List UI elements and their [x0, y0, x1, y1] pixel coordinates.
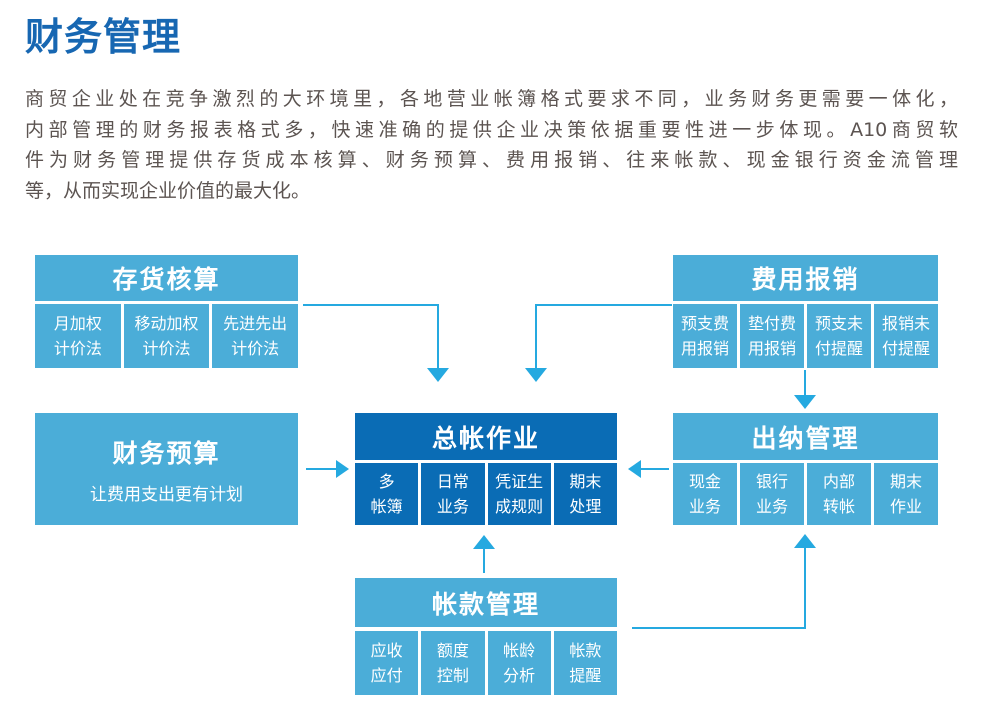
financial-budget-title: 财务预算 [112, 438, 221, 468]
list-item: 预支费 用报销 [673, 304, 737, 368]
list-item: 期末 处理 [553, 463, 617, 525]
intro-paragraph: 商贸企业处在竞争激烈的大环境里，各地营业帐簿格式要求不同，业务财务更需要一体化，… [25, 84, 958, 206]
list-item: 垫付费 用报销 [740, 304, 804, 368]
expense-reimbursement-items: 预支费 用报销 垫付费 用报销 预支未 付提醒 报销未 付提醒 [673, 304, 938, 368]
cashier-management-header: 出纳管理 [673, 413, 938, 460]
inventory-accounting-items: 月加权 计价法 移动加权 计价法 先进先出 计价法 [35, 304, 299, 368]
intro-line: 内部管理的财务报表格式多，快速准确的提供企业决策依据重要性进一步体现。A10商贸… [25, 118, 958, 141]
cashier-management-items: 现金 业务 银行 业务 内部 转帐 期末 作业 [673, 463, 938, 525]
list-item: 期末 作业 [874, 463, 938, 525]
list-item: 多 帐簿 [355, 463, 419, 525]
list-item: 先进先出 计价法 [212, 304, 299, 368]
list-item: 日常 业务 [421, 463, 485, 525]
list-item: 月加权 计价法 [35, 304, 121, 368]
expense-reimbursement-header: 费用报销 [673, 255, 938, 301]
intro-line: 等，从而实现企业价值的最大化。 [25, 179, 311, 202]
list-item: 预支未 付提醒 [807, 304, 871, 368]
financial-budget-subtitle: 让费用支出更有计划 [90, 484, 243, 505]
list-item: 银行 业务 [740, 463, 804, 525]
accounts-management-items: 应收 应付 额度 控制 帐龄 分析 帐款 提醒 [355, 631, 617, 695]
finance-flow-diagram: 存货核算 月加权 计价法 移动加权 计价法 先进先出 计价法 费用报销 预支费 … [0, 248, 981, 715]
inventory-accounting-header: 存货核算 [35, 255, 298, 301]
general-ledger-header: 总帐作业 [355, 413, 617, 460]
general-ledger-items: 多 帐簿 日常 业务 凭证生 成规则 期末 处理 [355, 463, 617, 525]
list-item: 现金 业务 [673, 463, 737, 525]
financial-budget-box: 财务预算 让费用支出更有计划 [35, 413, 298, 525]
intro-line: 商贸企业处在竞争激烈的大环境里，各地营业帐簿格式要求不同，业务财务更需要一体化， [25, 88, 958, 110]
list-item: 帐龄 分析 [487, 631, 551, 695]
list-item: 帐款 提醒 [553, 631, 617, 695]
accounts-management-header: 帐款管理 [355, 578, 617, 627]
list-item: 内部 转帐 [807, 463, 871, 525]
page-title: 财务管理 [25, 15, 182, 59]
list-item: 额度 控制 [421, 631, 485, 695]
intro-line: 件为财务管理提供存货成本核算、财务预算、费用报销、往来帐款、现金银行资金流管理 [25, 149, 958, 171]
list-item: 报销未 付提醒 [874, 304, 938, 368]
list-item: 移动加权 计价法 [123, 304, 210, 368]
list-item: 应收 应付 [355, 631, 419, 695]
list-item: 凭证生 成规则 [487, 463, 551, 525]
